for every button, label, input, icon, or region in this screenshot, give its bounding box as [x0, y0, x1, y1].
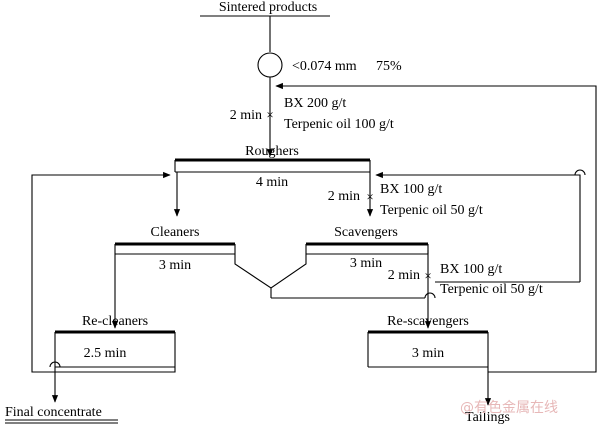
conditioning-3-time: 2 min [388, 268, 420, 283]
conditioning-3-mark-icon: × [424, 268, 431, 283]
conditioning-1-reagent-1: BX 200 g/t [284, 96, 346, 111]
grinding-mill-icon [257, 52, 283, 78]
recleaners-recycle-line [31, 171, 176, 373]
conditioning-2-mark-icon: × [366, 189, 373, 204]
conditioning-1-time: 2 min [230, 108, 262, 123]
rescavengers-label: Re-scavengers [387, 314, 469, 329]
recleaners-time: 2.5 min [84, 346, 127, 361]
final-concentrate-label: Final concentrate [5, 405, 102, 420]
conditioning-2-reagent-2: Terpenic oil 50 g/t [380, 203, 483, 218]
recycle-crossover-right [574, 169, 586, 176]
conditioning-3-reagent-1: BX 100 g/t [440, 262, 502, 277]
cleaners-time: 3 min [159, 258, 191, 273]
scavengers-time: 3 min [350, 256, 382, 271]
conditioning-3-reagent-2: Terpenic oil 50 g/t [440, 282, 543, 297]
roughers-time: 4 min [256, 175, 288, 190]
recycle-crossover-left [49, 361, 61, 368]
scavengers-label: Scavengers [334, 225, 398, 240]
rescavengers-time: 3 min [412, 346, 444, 361]
conditioning-1-reagent-2: Terpenic oil 100 g/t [284, 117, 394, 132]
roughers-label: Roughers [245, 144, 299, 159]
conditioning-1-mark-icon: × [266, 107, 273, 122]
grinding-percent: 75% [376, 59, 402, 74]
conditioning-2-reagent-1: BX 100 g/t [380, 182, 442, 197]
feed-label: Sintered products [219, 0, 317, 15]
scavengers-recycle-line [376, 175, 581, 282]
recleaners-label: Re-cleaners [82, 314, 148, 329]
tailings-label: Tailings [465, 410, 510, 425]
middlings-funnel [234, 244, 307, 289]
cleaners-label: Cleaners [151, 225, 200, 240]
watermark: @有色金属在线 [460, 399, 558, 416]
middlings-crossover [424, 292, 436, 299]
rescavengers-recycle-line [275, 82, 597, 373]
conditioning-2-time: 2 min [328, 189, 360, 204]
grinding-spec: <0.074 mm [292, 59, 357, 74]
